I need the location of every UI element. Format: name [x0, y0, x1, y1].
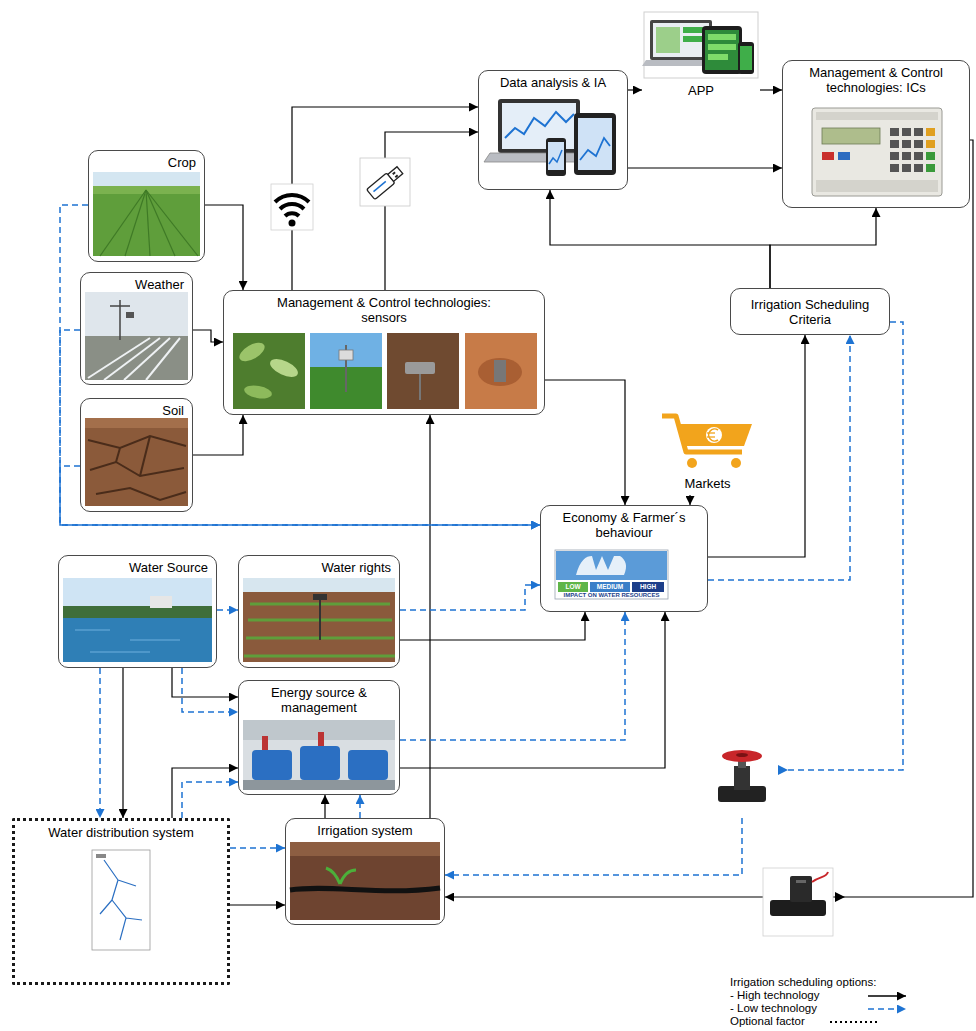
low-tech-connector	[445, 322, 903, 875]
high-tech-connector	[445, 140, 973, 897]
legend-heading: Irrigation scheduling options:	[730, 976, 960, 989]
node-text: Data analysis & IA	[500, 75, 606, 90]
high-tech-connector	[193, 415, 243, 455]
logo-text: MEDIUM	[590, 582, 630, 592]
node-text: Management & Control technologies: ICs	[791, 65, 961, 95]
logo-text: HIGH	[632, 582, 664, 592]
low-tech-connector	[217, 609, 238, 611]
low-tech-connector	[708, 335, 850, 580]
high-tech-connector	[429, 415, 430, 818]
high-tech-connector	[385, 132, 478, 290]
crop-photo	[93, 172, 200, 256]
low-tech-connector	[60, 330, 540, 525]
app-picture	[642, 12, 758, 78]
node-text: Soil	[162, 403, 184, 418]
high-tech-connector	[550, 190, 770, 288]
usb-icon	[360, 158, 410, 206]
legend-text: - High technology	[730, 989, 820, 1002]
water-source-photo	[63, 578, 212, 662]
water-footprint-logo	[555, 550, 668, 599]
weather-box: Weather	[80, 272, 193, 385]
high-tech-connector	[205, 205, 243, 290]
low-tech-connector	[182, 668, 238, 712]
cart-icon	[662, 416, 752, 468]
legend-line-sample	[830, 1021, 878, 1023]
low-tech-connector	[99, 668, 101, 818]
energy-photo	[243, 720, 395, 790]
node-text: Markets	[684, 476, 730, 491]
high-tech-connector	[760, 89, 782, 90]
node-text: Water Source	[129, 560, 208, 575]
low-tech-connector	[230, 847, 285, 849]
node-text: Irrigation Scheduling Criteria	[739, 297, 881, 327]
devices-picture	[484, 99, 616, 176]
high-tech-connector	[324, 795, 325, 818]
high-tech-connector	[230, 904, 285, 905]
water-source-box: Water Source	[58, 555, 217, 668]
high-tech-connector	[193, 330, 223, 342]
high-tech-connector	[545, 380, 625, 505]
node-text: Crop	[168, 155, 196, 170]
legend-line-sample	[868, 1008, 906, 1010]
drip-irrigation-photo	[290, 842, 440, 920]
high-tech-connector	[122, 668, 123, 818]
weather-photo	[85, 292, 188, 380]
low-tech-connector	[400, 585, 540, 610]
high-tech-connector	[689, 495, 690, 505]
node-text: Economy & Farmer´s behaviour	[549, 510, 699, 540]
markets-box: Markets	[642, 405, 773, 495]
crop-box: Crop	[88, 150, 205, 262]
node-text: Management & Control technologies: senso…	[259, 295, 509, 325]
sensor-photos	[233, 333, 537, 409]
high-tech-connector	[292, 107, 478, 290]
controller-picture	[812, 108, 942, 196]
logo-text: LOW	[558, 582, 588, 592]
high-tech-connector	[628, 167, 782, 168]
node-text: Water rights	[321, 560, 391, 575]
solenoid-valve-icon	[763, 868, 845, 936]
legend-text: - Low technology	[730, 1002, 817, 1015]
water-rights-box: Water rights	[238, 555, 400, 668]
network-map	[92, 850, 150, 950]
irrigation-box: Irrigation system	[285, 818, 445, 925]
node-text: Water distribution system	[48, 825, 193, 840]
soil-box: Soil	[80, 398, 193, 512]
node-text: Irrigation system	[317, 823, 412, 838]
high-tech-connector	[628, 89, 642, 90]
sensors-box: Management & Control technologies: senso…	[223, 290, 545, 415]
logo-text: IMPACT ON WATER RESOURCES	[556, 592, 667, 599]
low-tech-connector	[400, 612, 625, 740]
controller-box: Management & Control technologies: ICs	[782, 60, 970, 208]
legend-line-sample	[868, 995, 906, 996]
wifi-icon	[271, 184, 313, 230]
soil-photo	[85, 418, 188, 506]
app-box: APP	[642, 10, 760, 102]
energy-box: Energy source & management	[238, 680, 400, 795]
node-text: Weather	[135, 277, 184, 292]
water-rights-photo	[243, 578, 395, 662]
legend-text: Optional factor	[730, 1015, 805, 1028]
high-tech-connector	[172, 768, 238, 818]
high-tech-connector	[770, 208, 876, 288]
node-text: APP	[688, 83, 714, 98]
analysis-box: Data analysis & IA	[478, 70, 628, 190]
criteria-box: Irrigation Scheduling Criteria	[730, 288, 890, 335]
node-text: Energy source & management	[257, 685, 382, 715]
high-tech-connector	[400, 612, 665, 768]
low-tech-connector	[182, 782, 238, 818]
low-tech-connector	[359, 795, 361, 818]
distribution-box: Water distribution system	[12, 818, 230, 985]
high-tech-connector	[400, 612, 585, 640]
gate-valve-icon	[706, 745, 788, 815]
